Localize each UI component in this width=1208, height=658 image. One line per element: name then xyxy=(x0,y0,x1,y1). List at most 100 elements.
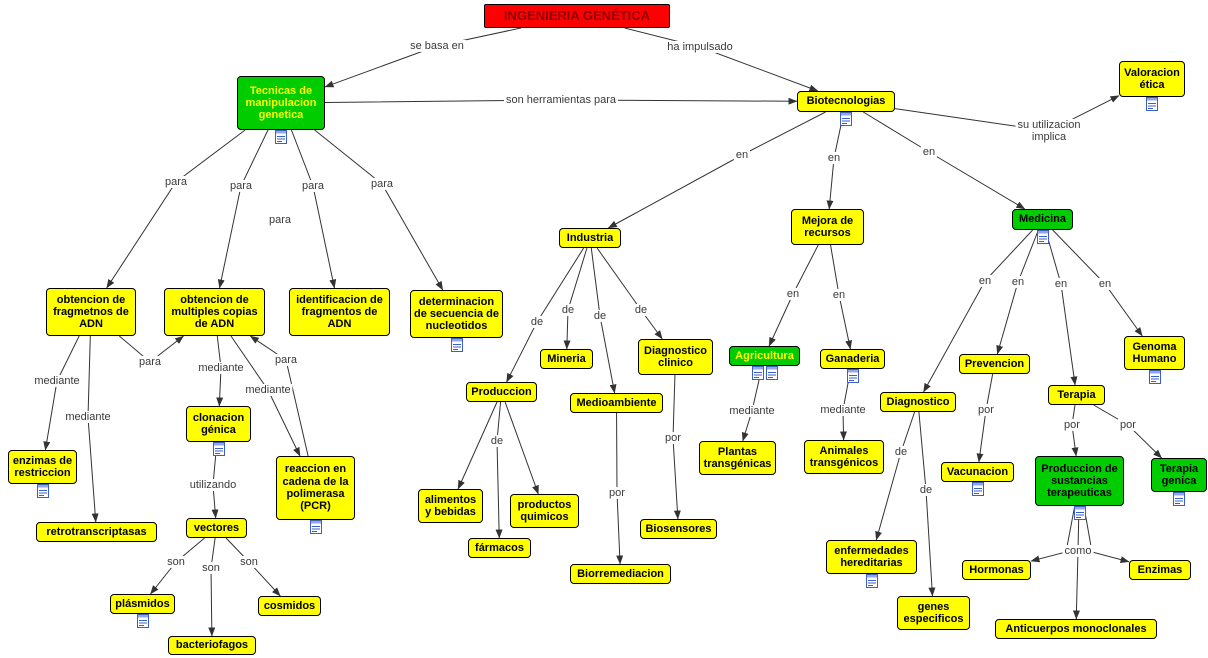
node-tecnicas[interactable]: Tecnicas de manipulacion genetica xyxy=(237,76,325,130)
edge-label-title-biotecnologias[interactable]: ha impulsado xyxy=(665,40,735,54)
edge-label-fragmentos-enzimas_restriccion[interactable]: mediante xyxy=(32,374,82,388)
resource-icon[interactable] xyxy=(1148,370,1161,384)
node-enfermedades[interactable]: enfermedades hereditarias xyxy=(826,540,917,574)
edge-label-medicina-diagnostico[interactable]: en xyxy=(976,274,994,288)
node-cosmidos[interactable]: cosmidos xyxy=(258,596,321,616)
node-retrotranscriptasas[interactable]: retrotranscriptasas xyxy=(36,522,157,542)
edge-label-diagnostico-genes[interactable]: de xyxy=(917,483,935,497)
resource-icon[interactable] xyxy=(136,614,149,628)
node-terapia_genica[interactable]: Terapia genica xyxy=(1151,458,1207,492)
node-productos_quimicos[interactable]: productos quimicos xyxy=(510,494,579,528)
node-vacunacion[interactable]: Vacunacion xyxy=(941,462,1014,482)
node-farmacos[interactable]: fármacos xyxy=(468,538,531,558)
node-alimentos[interactable]: alimentos y bebidas xyxy=(418,489,483,523)
edge-label-medicina-terapia[interactable]: en xyxy=(1052,277,1070,291)
resource-icon[interactable] xyxy=(865,574,878,588)
edge-label-extra-0[interactable]: para xyxy=(266,213,294,227)
resource-icon[interactable] xyxy=(275,130,287,144)
edge-label-industria-diag_clinico[interactable]: de xyxy=(632,303,650,317)
edge-label-medicina-prevencion[interactable]: en xyxy=(1009,275,1027,289)
edge-label-biotecnologias-valoracion[interactable]: su utilizacion implica xyxy=(1015,118,1083,144)
edge-label-pcr-copias[interactable]: para xyxy=(272,353,300,367)
node-copias[interactable]: obtencion de multiples copias de ADN xyxy=(164,288,265,336)
edge-label-biotecnologias-mejora[interactable]: en xyxy=(825,151,843,165)
node-title[interactable]: INGENIERIA GENÉTICA xyxy=(484,4,670,28)
node-biorremediacion[interactable]: Biorremediacion xyxy=(570,564,671,584)
node-produccion[interactable]: Produccion xyxy=(466,382,537,402)
edge-label-produccion-farmacos[interactable]: de xyxy=(488,434,506,448)
node-enzimas_restriccion[interactable]: enzimas de restriccion xyxy=(8,450,77,484)
node-anticuerpos[interactable]: Anticuerpos monoclonales xyxy=(995,619,1157,639)
node-medicina[interactable]: Medicina xyxy=(1012,209,1073,230)
edge-label-prevencion-vacunacion[interactable]: por xyxy=(976,403,996,417)
node-fragmentos[interactable]: obtencion de fragmetnos de ADN xyxy=(46,288,136,336)
edge-label-fragmentos-retrotranscriptasas[interactable]: mediante xyxy=(63,410,113,424)
resource-icon[interactable] xyxy=(840,112,852,126)
edge-label-tecnicas-identificacion[interactable]: para xyxy=(299,179,327,193)
resource-icon[interactable] xyxy=(765,366,778,380)
node-mineria[interactable]: Mineria xyxy=(540,349,593,369)
resource-icon[interactable] xyxy=(309,520,322,534)
node-prevencion[interactable]: Prevencion xyxy=(959,354,1030,374)
resource-icon[interactable] xyxy=(846,369,859,383)
node-diagnostico[interactable]: Diagnostico xyxy=(880,392,956,412)
node-diag_clinico[interactable]: Diagnostico clinico xyxy=(638,339,713,375)
node-industria[interactable]: Industria xyxy=(559,228,621,248)
edge-label-tecnicas-copias[interactable]: para xyxy=(227,179,255,193)
edge-label-mejora-agricultura[interactable]: en xyxy=(784,287,802,301)
node-clonacion[interactable]: clonacion génica xyxy=(186,406,251,442)
node-determinacion[interactable]: determinacion de secuencia de nucleotido… xyxy=(410,290,503,338)
edge-label-biotecnologias-industria[interactable]: en xyxy=(733,148,751,162)
edge-label-medicina-genoma[interactable]: en xyxy=(1096,277,1114,291)
node-mejora[interactable]: Mejora de recursos xyxy=(791,209,864,245)
node-medioambiente[interactable]: Medioambiente xyxy=(570,393,663,413)
edge-label-diagnostico-enfermedades[interactable]: de xyxy=(892,445,910,459)
resource-icon[interactable] xyxy=(212,442,225,456)
edge-label-ganaderia-animales[interactable]: mediante xyxy=(818,403,868,417)
resource-icon[interactable] xyxy=(751,366,764,380)
node-ganaderia[interactable]: Ganaderia xyxy=(820,349,885,369)
edge-label-terapia-terapia_genica[interactable]: por xyxy=(1118,418,1138,432)
node-plasmidos[interactable]: plásmidos xyxy=(110,594,175,614)
edge-label-copias-pcr[interactable]: mediante xyxy=(243,383,293,397)
node-valoracion[interactable]: Valoracion ética xyxy=(1119,61,1185,97)
resource-icon[interactable] xyxy=(450,338,463,352)
resource-icon[interactable] xyxy=(1146,97,1158,111)
resource-icon[interactable] xyxy=(1173,492,1185,506)
node-hormonas[interactable]: Hormonas xyxy=(962,560,1031,580)
node-pcr[interactable]: reaccion en cadena de la polimerasa (PCR… xyxy=(276,456,355,520)
resource-icon[interactable] xyxy=(971,482,984,496)
edge-label-medioambiente-biorremediacion[interactable]: por xyxy=(607,486,627,500)
edge-label-agricultura-plantas[interactable]: mediante xyxy=(727,404,777,418)
edge-label-diag_clinico-biosensores[interactable]: por xyxy=(663,431,683,445)
node-genoma[interactable]: Genoma Humano xyxy=(1124,336,1185,370)
node-terapia[interactable]: Terapia xyxy=(1048,385,1105,405)
node-enzimas[interactable]: Enzimas xyxy=(1129,560,1191,580)
node-biosensores[interactable]: Biosensores xyxy=(640,519,717,539)
resource-icon[interactable] xyxy=(1036,230,1049,244)
edge-label-prod_sustancias-anticuerpos[interactable]: como xyxy=(1062,544,1094,558)
node-animales[interactable]: Animales transgénicos xyxy=(804,440,884,474)
edge-label-vectores-plasmidos[interactable]: son xyxy=(165,555,187,569)
resource-icon[interactable] xyxy=(36,484,49,498)
edge-label-copias-clonacion[interactable]: mediante xyxy=(196,361,246,375)
node-identificacion[interactable]: identificacion de fragmentos de ADN xyxy=(289,288,390,336)
node-bacteriofagos[interactable]: bacteriofagos xyxy=(168,636,256,655)
edge-label-terapia-prod_sustancias[interactable]: por xyxy=(1062,418,1082,432)
node-plantas[interactable]: Plantas transgénicas xyxy=(699,441,776,475)
node-vectores[interactable]: vectores xyxy=(186,518,247,538)
node-biotecnologias[interactable]: Biotecnologias xyxy=(797,91,895,112)
node-genes[interactable]: genes especificos xyxy=(897,596,970,630)
edge-label-industria-medioambiente[interactable]: de xyxy=(591,309,609,323)
node-agricultura[interactable]: Agricultura xyxy=(729,346,800,366)
edge-label-tecnicas-determinacion[interactable]: para xyxy=(368,177,396,191)
edge-label-title-tecnicas[interactable]: se basa en xyxy=(408,39,466,53)
edge-label-clonacion-vectores[interactable]: utilizando xyxy=(187,478,239,492)
edge-label-industria-produccion[interactable]: de xyxy=(528,315,546,329)
edge-label-tecnicas-fragmentos[interactable]: para xyxy=(162,175,190,189)
edge-label-vectores-cosmidos[interactable]: son xyxy=(238,555,260,569)
edge-label-vectores-bacteriofagos[interactable]: son xyxy=(200,561,222,575)
edge-label-fragmentos-copias[interactable]: para xyxy=(136,355,164,369)
edge-label-industria-mineria[interactable]: de xyxy=(559,303,577,317)
edge-label-mejora-ganaderia[interactable]: en xyxy=(830,288,848,302)
